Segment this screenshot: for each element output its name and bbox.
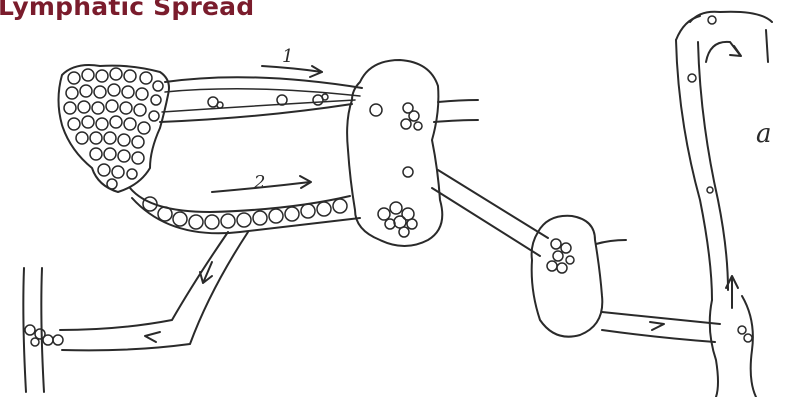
margin-letter: a	[756, 119, 772, 149]
flow-arrow-route-1	[262, 66, 322, 77]
lymphatic-vessel-route-1	[160, 77, 362, 122]
vein-left	[23, 268, 63, 392]
route-1-label: 1	[282, 46, 293, 67]
route-2-label: 2	[253, 172, 265, 193]
branch-vessel-lower	[60, 232, 248, 350]
lymph-node-1	[347, 60, 478, 246]
lymphatic-vessel-route-2	[130, 188, 360, 233]
primary-tumor	[59, 65, 170, 192]
efferent-vessel	[432, 170, 548, 256]
lymph-node-2	[532, 216, 720, 342]
